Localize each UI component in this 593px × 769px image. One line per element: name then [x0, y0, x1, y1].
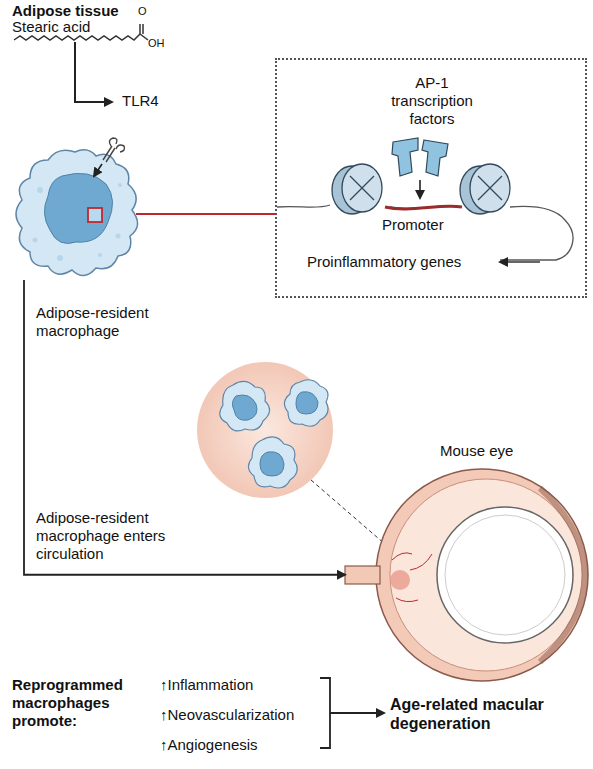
effect-item: ↑Neovascularization — [160, 706, 325, 724]
connector — [24, 280, 345, 575]
effect-item: ↑Angiogenesis — [160, 736, 320, 754]
effect-item: ↑Inflammation — [160, 676, 320, 694]
zoom-square — [88, 208, 102, 222]
node-box: Mouse eye — [345, 440, 590, 685]
macrophage-cell — [16, 150, 138, 276]
mouse-eye — [345, 469, 588, 681]
receptor-label: TLR4 — [122, 92, 182, 110]
node-box: AP-1 transcription factorsPromoterProinf… — [275, 58, 587, 298]
connector — [136, 213, 275, 215]
molecule-name: Stearic acid — [12, 18, 132, 36]
atom-label: O — [138, 4, 150, 18]
edge-label: Adipose-resident macrophage enters circu… — [36, 509, 186, 563]
signal-arrow — [75, 42, 112, 102]
node-label: Adipose-resident macrophage — [36, 304, 166, 340]
summary-heading: Reprogrammed macrophages promote: — [12, 676, 152, 730]
dna-strand — [277, 205, 573, 260]
ap1-dimer — [392, 138, 448, 176]
protein-label: AP-1 transcription factors — [377, 74, 487, 128]
outcome-label: Age-related macular degeneration — [390, 695, 585, 733]
tlr4-receptor — [103, 138, 125, 162]
circulating-macrophages — [220, 380, 328, 488]
atom-label: OH — [148, 36, 172, 50]
title: Adipose tissue — [12, 2, 172, 20]
blood-zoom-circle — [197, 362, 333, 498]
node-box: Adipose-resident macrophage — [18, 150, 136, 280]
promoter-label: Promoter — [382, 216, 472, 234]
organ-label: Mouse eye — [440, 442, 560, 460]
gene-label: Proinflammatory genes — [307, 253, 507, 271]
result-arrow — [340, 712, 384, 714]
nucleosome — [332, 164, 510, 214]
